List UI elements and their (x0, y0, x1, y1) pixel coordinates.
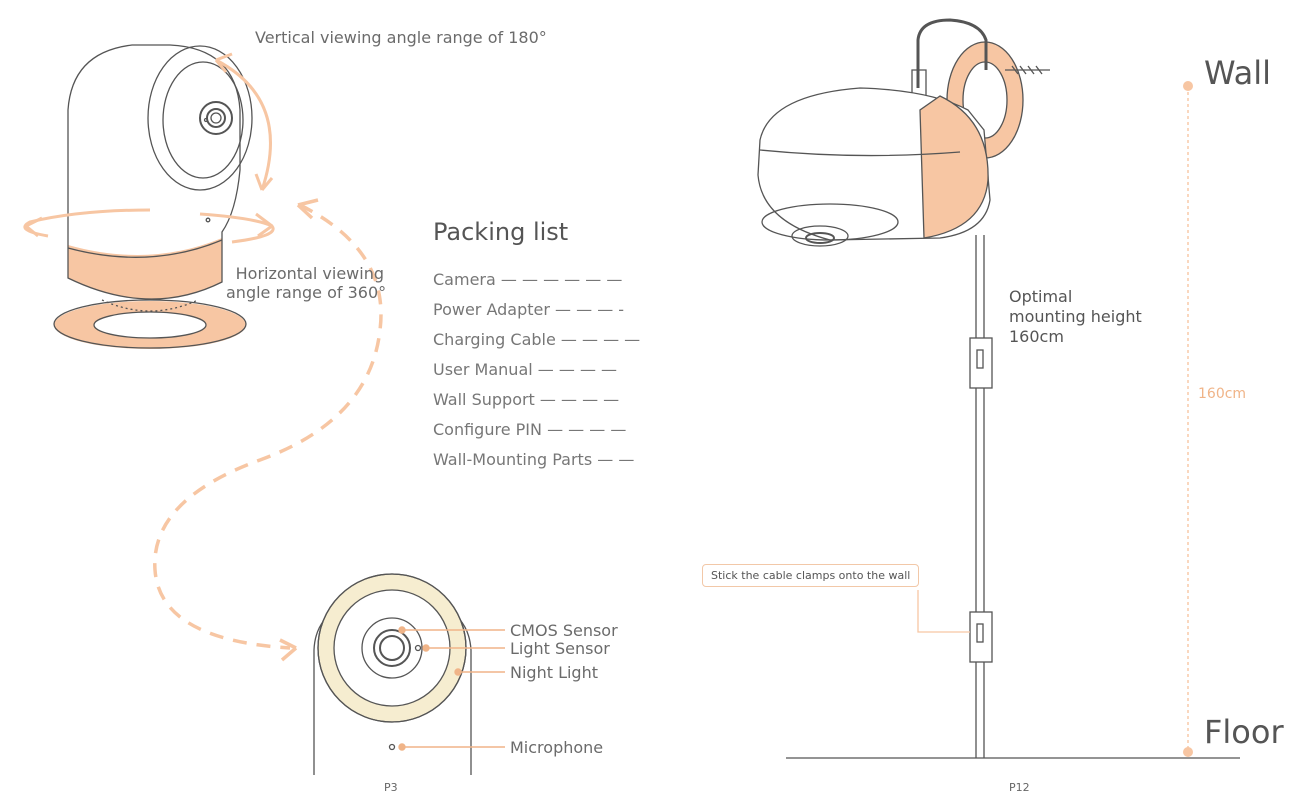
night-light-label: Night Light (510, 663, 598, 682)
clamp-leader (917, 590, 970, 633)
packing-item-name: Configure PIN (433, 420, 542, 439)
optimal-height-note: Optimal mounting height 160cm (1009, 287, 1142, 347)
floor-label: Floor (1204, 713, 1284, 751)
packing-list-title: Packing list (433, 218, 569, 246)
wall-mount-illustration (757, 18, 1240, 759)
dashed-arrowheads (279, 198, 319, 662)
packing-item-dashes: — — — — (539, 390, 620, 409)
packing-item-dashes: — — — — (560, 330, 641, 349)
packing-item-name: Wall-Mounting Parts (433, 450, 593, 469)
clamp-note: Stick the cable clamps onto the wall (702, 564, 920, 587)
page-number-right: P12 (1009, 781, 1030, 794)
microphone-label: Microphone (510, 738, 604, 757)
horizontal-angle-label: Horizontal viewing angle range of 360° (226, 264, 387, 302)
wall-label: Wall (1204, 54, 1271, 92)
packing-item-dashes: — — (597, 450, 635, 469)
optimal-line3: 160cm (1009, 327, 1064, 346)
packing-item-charging-cable: Charging Cable — — — — (433, 330, 640, 360)
camera-front-illustration (313, 573, 472, 775)
camera-illustration (53, 44, 253, 349)
cmos-sensor-label: CMOS Sensor (510, 621, 618, 640)
packing-item-user-manual: User Manual — — — — (433, 360, 640, 390)
vertical-rotation-arrow (214, 52, 274, 191)
packing-item-wall-mounting-parts: Wall-Mounting Parts — — (433, 450, 640, 480)
callout-leaders (398, 626, 505, 751)
packing-item-dashes: — — — — (547, 420, 627, 439)
packing-item-name: Wall Support (433, 390, 535, 409)
packing-item-camera: Camera — — — — — — (433, 270, 640, 300)
light-sensor-label: Light Sensor (510, 639, 610, 658)
packing-list: Camera — — — — — — Power Adapter — — — -… (433, 270, 640, 480)
horizontal-angle-line1: Horizontal viewing (235, 264, 384, 283)
horizontal-angle-line2: angle range of 360° (226, 283, 387, 302)
vertical-angle-label: Vertical viewing angle range of 180° (255, 28, 547, 47)
packing-item-dashes: — — — — (537, 360, 618, 379)
dashed-connector-arrow (153, 203, 383, 650)
height-dimension-line (1183, 81, 1193, 757)
height-value-label: 160cm (1198, 386, 1247, 402)
packing-item-name: Power Adapter (433, 300, 550, 319)
page-number-left: P3 (384, 781, 398, 794)
packing-item-configure-pin: Configure PIN — — — — (433, 420, 640, 450)
optimal-line1: Optimal (1009, 287, 1073, 306)
packing-item-name: Charging Cable (433, 330, 556, 349)
packing-item-dashes: — — — — — — (500, 270, 623, 289)
packing-item-wall-support: Wall Support — — — — (433, 390, 640, 420)
packing-item-name: Camera (433, 270, 496, 289)
packing-item-dashes: — — — - (555, 300, 625, 319)
packing-item-power-adapter: Power Adapter — — — - (433, 300, 640, 330)
optimal-line2: mounting height (1009, 307, 1142, 326)
packing-item-name: User Manual (433, 360, 533, 379)
horizontal-rotation-arrow (23, 208, 275, 244)
